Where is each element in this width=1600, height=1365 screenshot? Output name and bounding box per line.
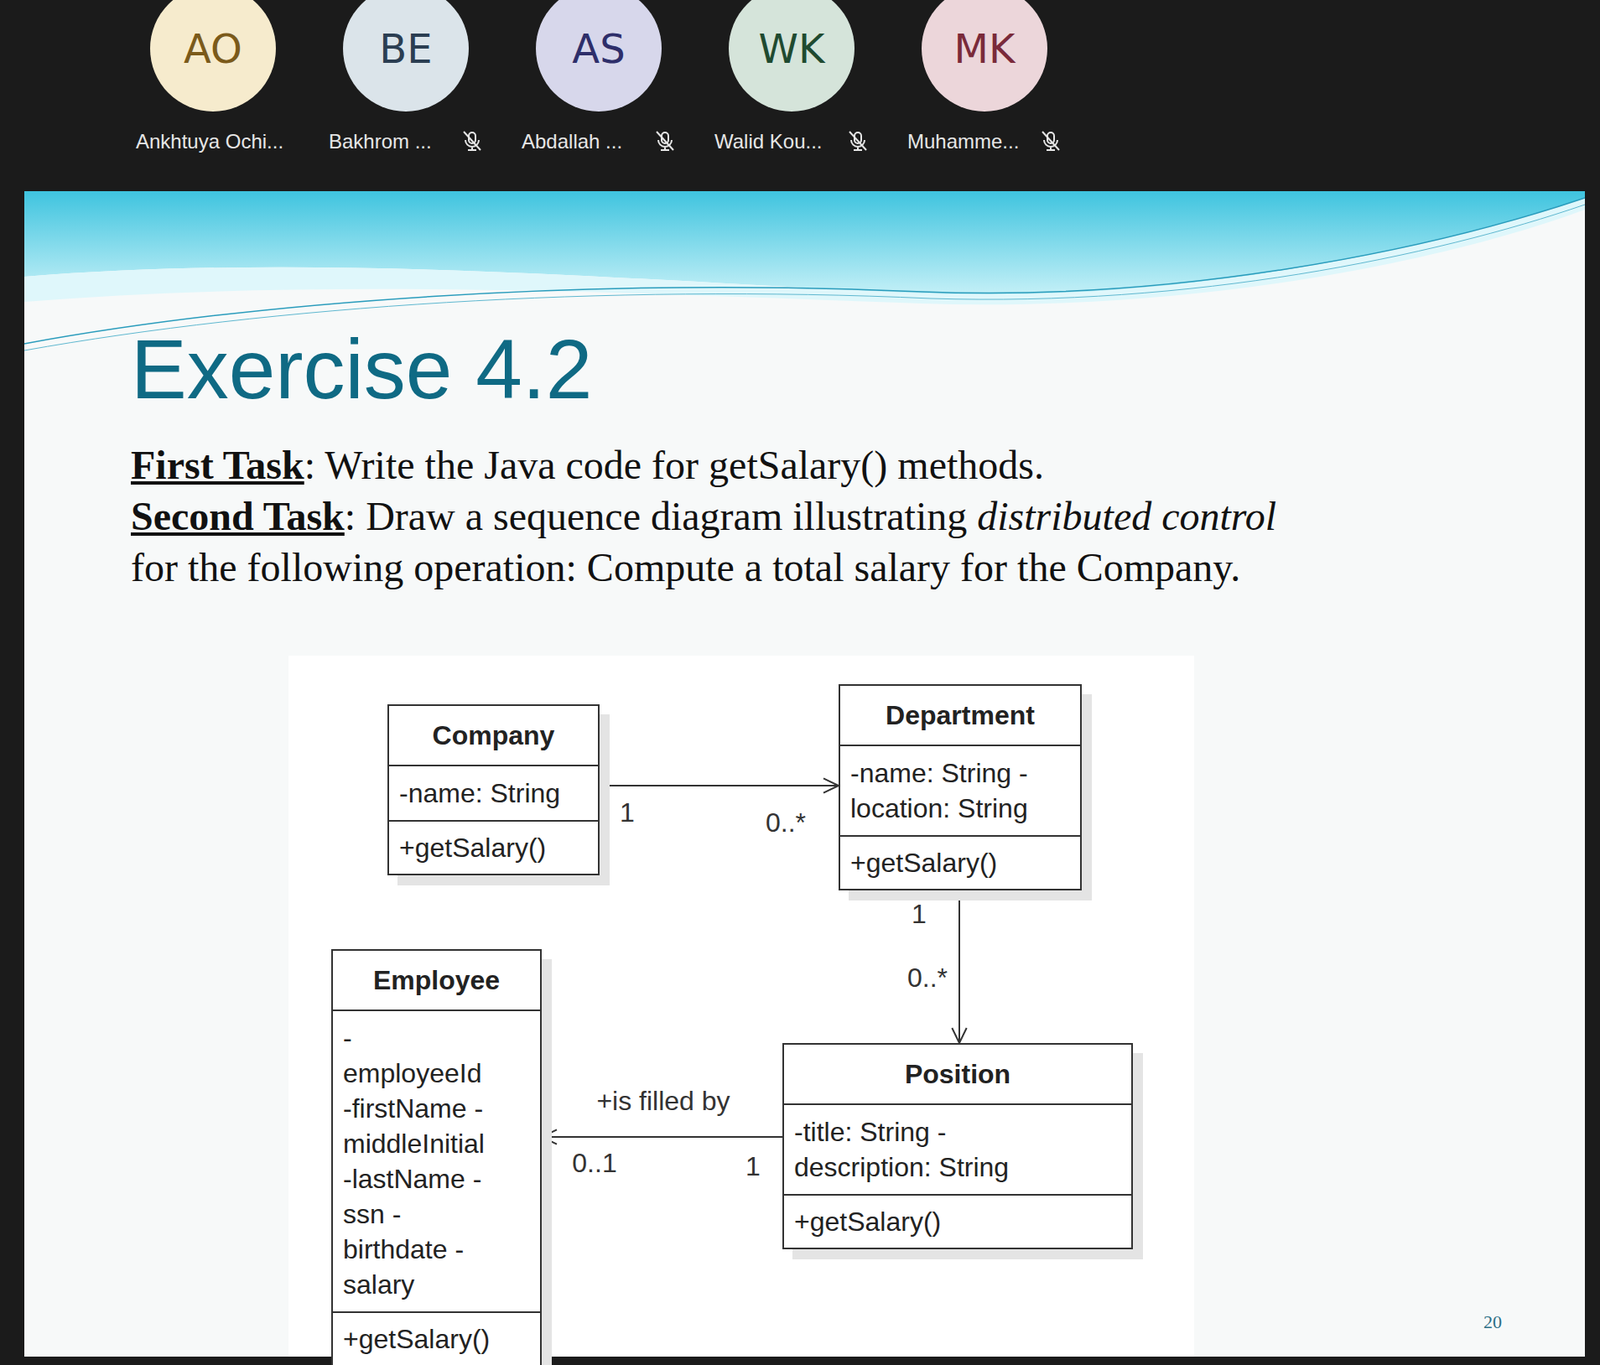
association-line xyxy=(958,890,961,1044)
multiplicity: 1 xyxy=(911,898,927,930)
avatar-initials: BE xyxy=(342,0,469,112)
class-compartment: Employee xyxy=(332,950,541,1010)
slide-background xyxy=(24,191,1585,1357)
multiplicity: 0..* xyxy=(907,961,948,994)
class-compartment: -name: String -location: String xyxy=(840,744,1081,836)
class-box: Department -name: String -location: Strin… xyxy=(838,684,1082,891)
multiplicity: 0..1 xyxy=(571,1147,617,1180)
mute-icon xyxy=(1042,131,1060,151)
class-box: Position -title: String -description: Str… xyxy=(782,1043,1133,1250)
avatar-circle: ASAbdallah ... xyxy=(535,0,662,112)
class-compartment: +getSalary() xyxy=(389,820,598,874)
task-text: First Task: Write the Java code for getS… xyxy=(130,439,1557,491)
class-compartment: -name: String xyxy=(389,764,598,821)
class-name: Company xyxy=(432,717,556,754)
participant-name: Muhamme... xyxy=(907,129,1019,154)
association-line xyxy=(951,890,967,1044)
class-attributes: -name: String -location: String xyxy=(850,755,1052,826)
association-line xyxy=(599,778,839,793)
avatar-circle: MKMuhamme... xyxy=(921,0,1048,112)
participant-name: Walid Kou... xyxy=(714,129,823,154)
slide-title: Exercise 4.2 xyxy=(130,322,593,416)
task-text: : Write the Java code for getSalary() me… xyxy=(304,442,1045,488)
page-number: 20 xyxy=(1483,1311,1502,1334)
mute-icon xyxy=(463,131,481,151)
class-attributes: -title: String -description: String xyxy=(794,1114,1046,1185)
class-box: Employee -employeeId -firstName -middleIn… xyxy=(331,949,542,1365)
class-operations: +getSalary() xyxy=(850,845,998,881)
class-compartment: +getSalary() xyxy=(784,1194,1132,1248)
avatar-circle: AOAnkhtuya Ochi... xyxy=(150,0,276,112)
class-compartment: +getSalary() xyxy=(332,1311,541,1365)
class-compartment: Department xyxy=(840,685,1081,745)
class-name: Position xyxy=(904,1056,1011,1092)
arrow-head xyxy=(951,1028,967,1044)
avatar-initials: AS xyxy=(535,0,662,112)
class-operations: +getSalary() xyxy=(794,1204,941,1240)
task-text: Second Task: Draw a sequence diagram ill… xyxy=(130,490,1557,593)
task-heading: Second Task xyxy=(130,493,345,539)
class-compartment: -title: String -description: String xyxy=(784,1103,1132,1195)
avatar-circle: BEBakhrom ... xyxy=(342,0,469,112)
participant-name: Bakhrom ... xyxy=(328,129,432,154)
class-name: Department xyxy=(885,697,1035,733)
association-line xyxy=(541,1129,783,1144)
class-compartment: Company xyxy=(389,706,598,765)
arrow-head xyxy=(823,778,839,793)
task-heading: First Task xyxy=(130,442,305,488)
avatar-circle: WKWalid Kou... xyxy=(728,0,855,112)
mute-icon xyxy=(656,131,674,151)
class-operations: +getSalary() xyxy=(342,1321,490,1357)
participant-name: Ankhtuya Ochi... xyxy=(135,129,284,154)
wave-line xyxy=(24,197,1585,344)
class-box: Company -name: String +getSalary() xyxy=(387,704,600,876)
mute-icon xyxy=(849,131,867,151)
participant-name: Abdallah ... xyxy=(521,129,623,154)
class-operations: +getSalary() xyxy=(399,830,546,866)
class-attributes: -employeeId -firstName -middleInitial -l… xyxy=(342,1020,485,1303)
class-name: Employee xyxy=(373,962,500,998)
task-text: : Draw a sequence diagram illustrating xyxy=(344,493,967,539)
arrow-head xyxy=(541,1129,557,1144)
class-compartment: Position xyxy=(784,1044,1132,1104)
avatar-initials: MK xyxy=(921,0,1048,112)
multiplicity: 0..* xyxy=(765,806,806,839)
task-text-italic: distributed control xyxy=(976,493,1277,539)
class-attributes: -name: String xyxy=(399,775,561,811)
task-text: for the following operation: Compute a t… xyxy=(130,541,1557,593)
avatar-initials: AO xyxy=(150,0,276,112)
avatar-initials: WK xyxy=(728,0,855,112)
multiplicity: 1 xyxy=(745,1150,761,1183)
multiplicity: 1 xyxy=(619,796,635,829)
class-compartment: +getSalary() xyxy=(840,835,1081,889)
association-label: +is filled by xyxy=(592,1085,733,1117)
class-compartment: -employeeId -firstName -middleInitial -l… xyxy=(332,1009,541,1312)
association-line xyxy=(541,1136,783,1138)
association-line xyxy=(599,784,839,787)
